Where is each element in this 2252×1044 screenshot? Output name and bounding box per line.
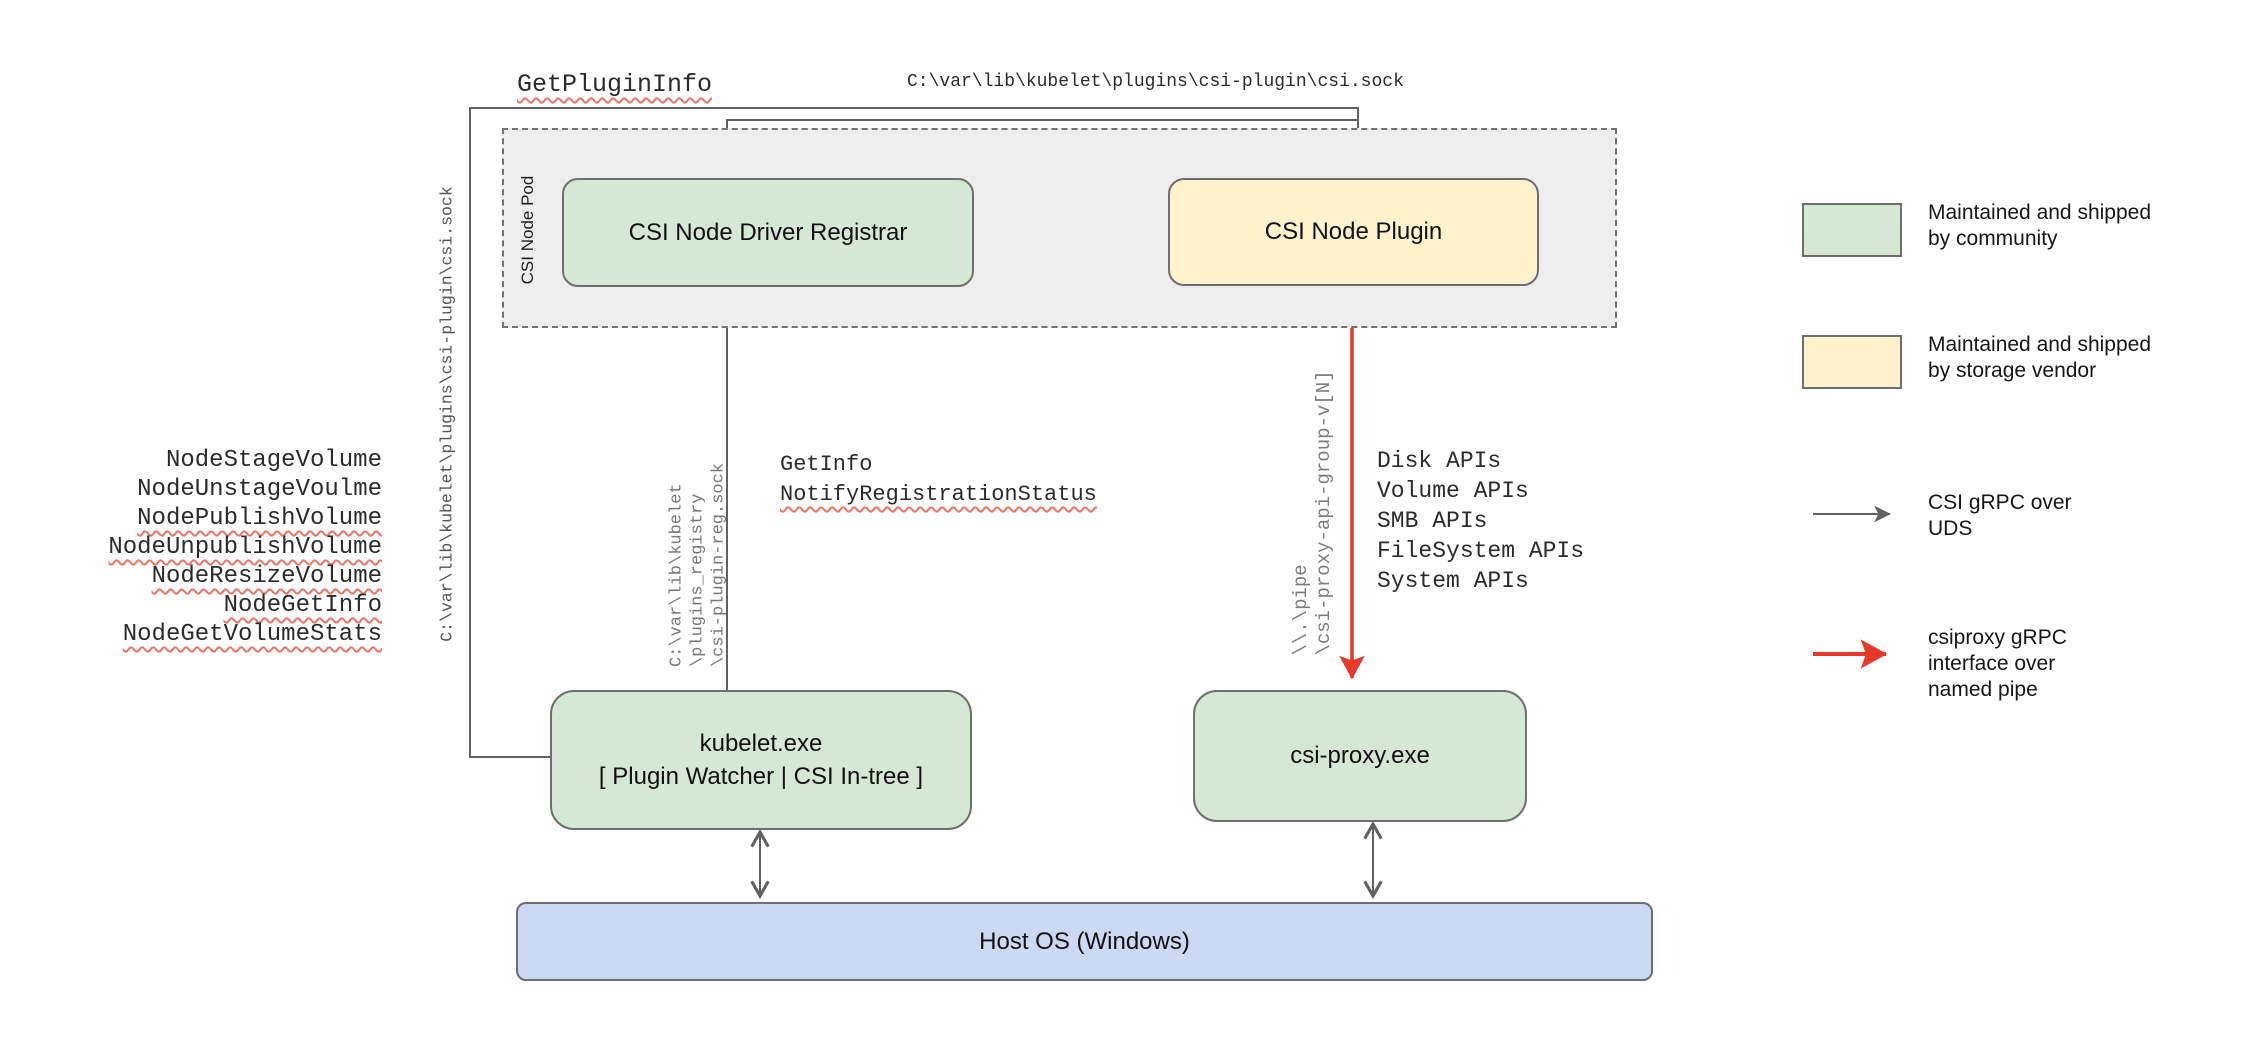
csi-node-driver-registrar-label: CSI Node Driver Registrar xyxy=(628,218,908,246)
csi-node-plugin-label: CSI Node Plugin xyxy=(1264,218,1443,245)
list-item: SMB APIs xyxy=(1377,508,1488,534)
csi-socket-path-left: C:\var\lib\kubelet\plugins\csi-plugin\cs… xyxy=(437,186,457,642)
legend-label-csi-grpc-uds: CSI gRPC over UDS xyxy=(1928,491,2072,540)
kubelet-label-line1: kubelet.exe xyxy=(699,730,823,757)
csi-socket-path-top: C:\var\lib\kubelet\plugins\csi-plugin\cs… xyxy=(907,72,1404,92)
list-item: NodeResizeVolume xyxy=(151,563,382,590)
list-item: NodeGetVolumeStats xyxy=(122,621,382,648)
notify-registration-status-label: NotifyRegistrationStatus xyxy=(780,482,1097,507)
list-item: Disk APIs xyxy=(1377,448,1502,474)
legend-swatch-community-green xyxy=(1802,203,1902,257)
plugin-registry-socket-path: C:\var\lib\kubelet \plugins_registry \cs… xyxy=(667,462,729,668)
list-item: NodeStageVolume xyxy=(165,447,382,474)
list-item: NodePublishVolume xyxy=(137,505,382,532)
list-item: FileSystem APIs xyxy=(1377,538,1585,564)
list-item: NodeUnstageVoulme xyxy=(137,476,382,503)
csi-proxy-box: csi-proxy.exe xyxy=(1193,690,1527,822)
kubelet-label-line2: [ Plugin Watcher | CSI In-tree ] xyxy=(598,763,924,790)
csi-proxy-named-pipe-path: \\.\pipe \csi-proxy-api-group-v[N] xyxy=(1290,370,1335,656)
legend-swatch-vendor-yellow xyxy=(1802,335,1902,389)
list-item: NodeGetInfo xyxy=(223,592,382,619)
csi-proxy-label: csi-proxy.exe xyxy=(1290,742,1430,769)
csi-node-pod-label: CSI Node Pod xyxy=(518,175,537,285)
legend-label-csiproxy-grpc-pipe: csiproxy gRPC interface over named pipe xyxy=(1928,626,2067,701)
legend-label-vendor: Maintained and shipped by storage vendor xyxy=(1928,333,2152,382)
csi-node-driver-registrar-box: CSI Node Driver Registrar xyxy=(562,178,974,287)
kubelet-box: kubelet.exe [ Plugin Watcher | CSI In-tr… xyxy=(550,690,972,830)
list-item: NodeUnpublishVolume xyxy=(108,534,382,561)
legend-label-community: Maintained and shipped by community xyxy=(1928,201,2152,250)
host-os-label: Host OS (Windows) xyxy=(979,927,1190,955)
host-os-box: Host OS (Windows) xyxy=(516,902,1653,981)
list-item: Volume APIs xyxy=(1377,478,1529,504)
get-plugin-info-label: GetPluginInfo xyxy=(517,70,713,99)
get-info-label: GetInfo xyxy=(780,452,873,477)
csi-proxy-api-list: Disk APIs Volume APIs SMB APIs FileSyste… xyxy=(1377,446,1584,596)
csi-node-plugin-box: CSI Node Plugin xyxy=(1168,178,1539,286)
list-item: System APIs xyxy=(1377,568,1529,594)
node-rpc-list: NodeStageVolume NodeUnstageVoulme NodePu… xyxy=(60,446,382,649)
registration-rpc-labels: GetInfo NotifyRegistrationStatus xyxy=(780,450,1097,510)
